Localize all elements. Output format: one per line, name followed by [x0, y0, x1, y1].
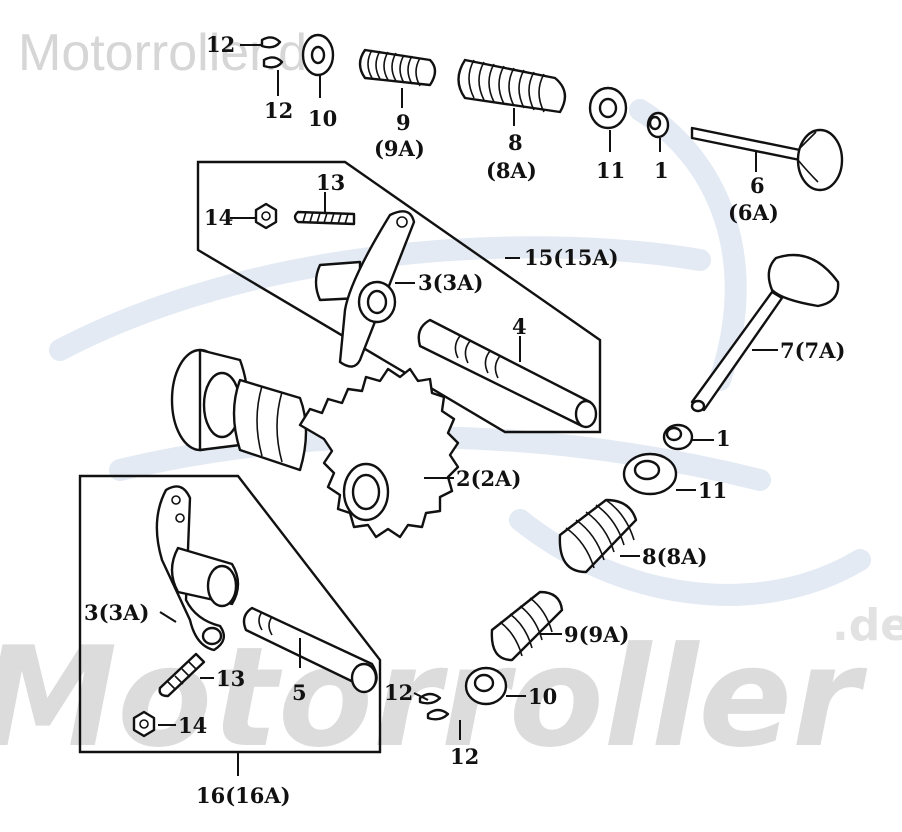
watermark-de: .de [832, 600, 902, 651]
watermark-top: Motorroller.de [18, 24, 336, 82]
callout-1-right: 1 [716, 426, 731, 451]
callout-7: 7(7A) [780, 338, 845, 363]
callout-8-right: 8(8A) [642, 544, 707, 569]
inner-spring-right [490, 590, 564, 662]
spring-seat-top [588, 86, 628, 130]
callout-14-lower: 14 [178, 713, 207, 738]
callout-15: 15(15A) [524, 245, 619, 270]
rocker-arm-assembly-box-15 [196, 160, 602, 434]
callout-16: 16(16A) [196, 783, 291, 808]
adjusting-nut-lower [132, 710, 156, 738]
callout-3-lower: 3(3A) [84, 600, 149, 625]
valve-seal-top [646, 111, 670, 139]
camshaft [170, 348, 460, 539]
valve-cotter-bottom [418, 692, 450, 721]
adjusting-nut-upper [254, 202, 278, 230]
callout-12-bottom-a: 12 [384, 680, 413, 705]
spring-retainer-bottom [464, 666, 508, 706]
callout-11-top: 11 [596, 158, 625, 183]
callout-9-right: 9(9A) [564, 622, 629, 647]
callout-5: 5 [292, 680, 307, 705]
outer-spring-right [558, 498, 638, 574]
callout-6: 6 [750, 173, 765, 198]
spring-retainer-top [301, 33, 335, 77]
callout-10-bottom: 10 [528, 684, 557, 709]
callout-12-bottom-b: 12 [450, 744, 479, 769]
callout-14-upper: 14 [204, 205, 233, 230]
inner-spring-top [358, 48, 437, 87]
callout-4: 4 [512, 314, 527, 339]
callout-12-top-b: 12 [264, 98, 293, 123]
rocker-arm-assembly-box-16 [78, 474, 382, 754]
adjusting-screw-lower [158, 652, 206, 698]
callout-2: 2(2A) [456, 466, 521, 491]
rocker-arm-lower [155, 485, 240, 652]
callout-1-top: 1 [654, 158, 669, 183]
callout-9-top: 9 [396, 110, 411, 135]
intake-valve [690, 253, 840, 413]
callout-13-upper: 13 [316, 170, 345, 195]
callout-11-right: 11 [698, 478, 727, 503]
callout-9a-top: (9A) [374, 136, 425, 161]
exhaust-valve [690, 126, 844, 192]
callout-3-upper: 3(3A) [418, 270, 483, 295]
rocker-arm-upper [314, 210, 416, 368]
outer-spring-top [457, 58, 567, 114]
valve-seal-right [662, 423, 694, 451]
callout-12-top-a: 12 [206, 32, 235, 57]
spring-seat-right [622, 452, 678, 496]
adjusting-screw-upper [293, 210, 356, 226]
callout-13-lower: 13 [216, 666, 245, 691]
rocker-shaft-upper [417, 318, 598, 429]
valve-cotter-top [260, 36, 284, 69]
callout-6a: (6A) [728, 200, 779, 225]
rocker-shaft-lower [242, 606, 378, 694]
callout-10-top: 10 [308, 106, 337, 131]
callout-8a-top: (8A) [486, 158, 537, 183]
callout-8-top: 8 [508, 130, 523, 155]
